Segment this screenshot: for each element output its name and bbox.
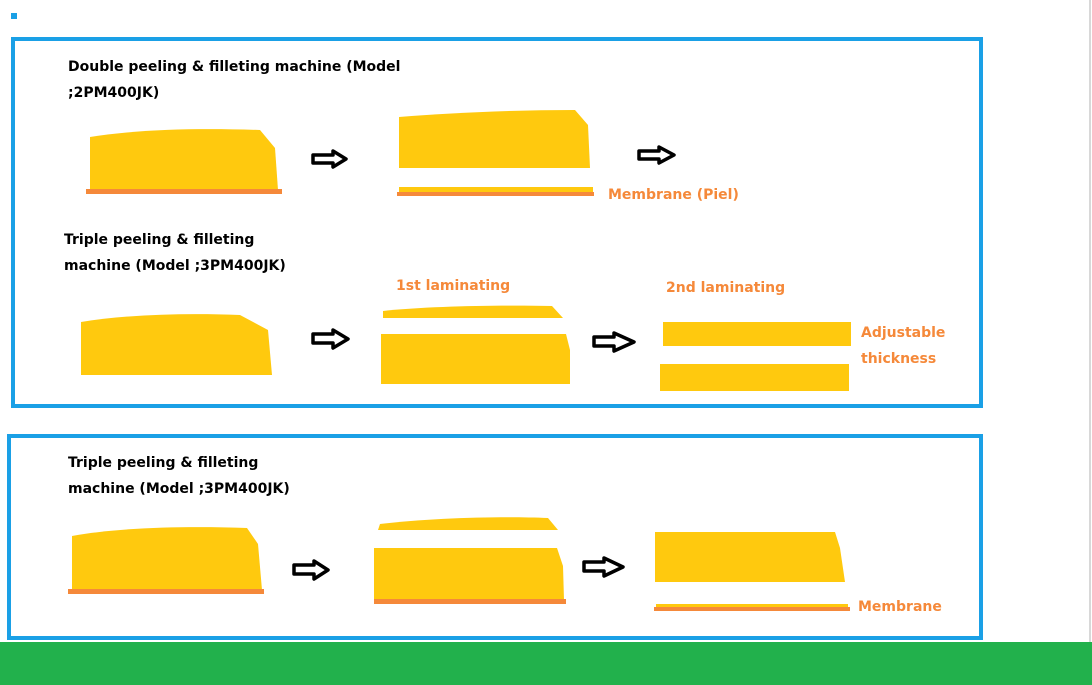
- membrane-strip: [397, 192, 594, 196]
- fish-block: [399, 110, 590, 168]
- panel-machines: [11, 37, 983, 408]
- arrow-right-icon: [592, 331, 636, 353]
- fish-thin-layer: [656, 604, 848, 608]
- fish-block: [374, 548, 564, 600]
- arrow-right-icon: [292, 559, 330, 581]
- fish-block: [381, 334, 570, 384]
- label-2nd-laminating: 2nd laminating: [666, 280, 786, 296]
- title-triple-machine: Triple peeling & filleting machine (Mode…: [64, 232, 286, 274]
- fish-layer: [663, 322, 851, 346]
- label-membrane: Membrane: [858, 599, 942, 615]
- panel-triple-membrane: [7, 434, 983, 640]
- right-divider: [1089, 0, 1091, 642]
- arrow-right-icon: [637, 145, 676, 165]
- fish-block: [655, 532, 845, 582]
- membrane-strip: [654, 607, 850, 611]
- fish-block: [90, 129, 278, 190]
- corner-marker: [11, 13, 17, 19]
- fish-layer: [660, 364, 849, 391]
- membrane-strip: [86, 189, 282, 194]
- label-adjustable-thickness: Adjustable thickness: [861, 325, 946, 367]
- fish-thin-layer: [399, 187, 593, 192]
- membrane-strip: [68, 589, 264, 594]
- arrow-right-icon: [311, 149, 348, 169]
- fish-block: [81, 314, 272, 375]
- membrane-strip: [374, 599, 566, 604]
- fish-top-slice: [378, 517, 558, 530]
- title-triple-machine-2: Triple peeling & filleting machine (Mode…: [68, 455, 290, 497]
- footer-bar: [0, 642, 1092, 685]
- label-membrane-piel: Membrane (Piel): [608, 187, 739, 203]
- fish-block: [72, 527, 262, 590]
- label-1st-laminating: 1st laminating: [396, 278, 511, 294]
- arrow-right-icon: [582, 556, 625, 578]
- title-double-machine: Double peeling & filleting machine (Mode…: [68, 59, 401, 101]
- arrow-right-icon: [311, 328, 350, 350]
- fish-top-slice: [383, 305, 563, 318]
